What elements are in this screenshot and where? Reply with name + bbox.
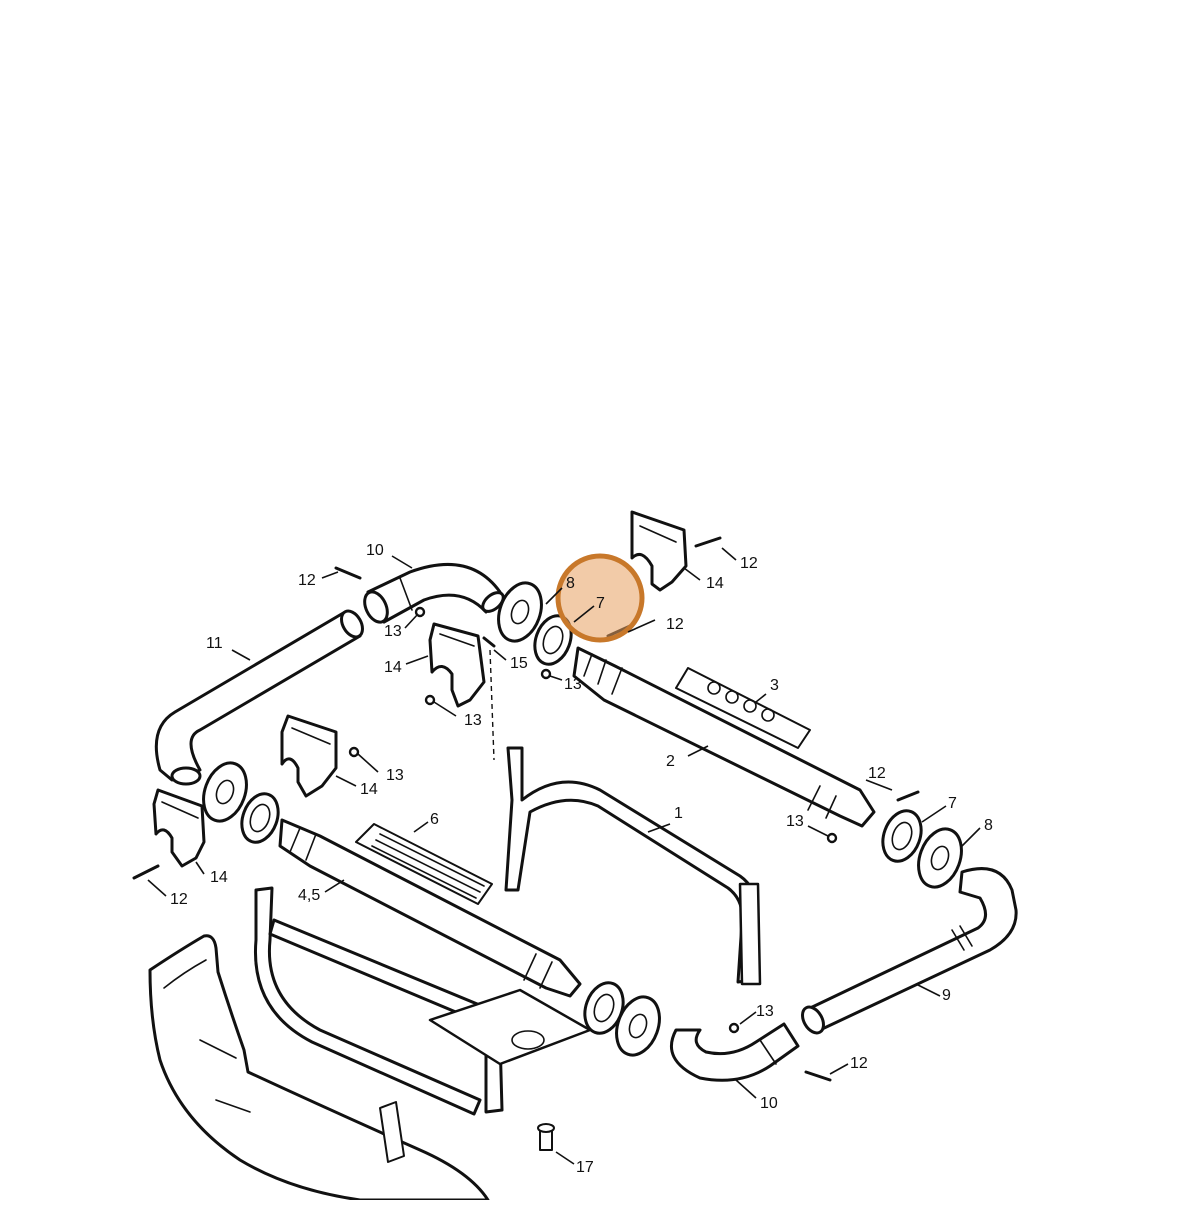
shaft-2 — [572, 646, 876, 828]
tube-11 — [154, 609, 364, 786]
pin-15 — [482, 636, 496, 761]
screw-12-f — [804, 1070, 832, 1082]
callout-12e: 12 — [170, 891, 188, 908]
callout-13f: 13 — [756, 1003, 774, 1020]
callout-12f: 12 — [850, 1055, 868, 1072]
hub-disc-8-left — [202, 761, 248, 823]
screw-12-d — [896, 790, 920, 802]
tube-9 — [801, 867, 1018, 1035]
callout-7b: 7 — [948, 795, 957, 812]
callout-1: 1 — [674, 805, 683, 822]
callout-2: 2 — [666, 753, 675, 770]
callout-10a: 10 — [366, 542, 384, 559]
callout-17: 17 — [576, 1159, 594, 1176]
elbow-tube-10-bottom — [670, 1022, 800, 1082]
callout-15: 15 — [510, 655, 528, 672]
nut-13-d — [348, 746, 360, 758]
ring-7-left — [240, 792, 280, 844]
ring-7-right — [881, 809, 923, 863]
callout-9: 9 — [942, 987, 951, 1004]
callout-12b: 12 — [740, 555, 758, 572]
callout-8a: 8 — [566, 575, 575, 592]
leader-lines — [147, 547, 981, 1165]
callout-13b: 13 — [564, 676, 582, 693]
grip-plate-6 — [355, 823, 493, 905]
callouts: 1 2 3 4,5 6 7 7 8 8 9 10 10 11 12 12 12 … — [170, 542, 993, 1176]
clamp-14-left-lower — [152, 788, 206, 868]
callout-14d: 14 — [210, 869, 228, 886]
callout-4-5: 4,5 — [298, 887, 320, 904]
screw-12-a — [334, 566, 362, 580]
callout-14c: 14 — [360, 781, 378, 798]
bolt-17 — [537, 1123, 555, 1151]
callout-13d: 13 — [386, 767, 404, 784]
hub-disc-8-lower — [615, 995, 661, 1057]
nut-13-b — [540, 668, 552, 680]
frame-1 — [253, 746, 762, 1116]
nut-13-a — [414, 606, 426, 618]
callout-12a: 12 — [298, 572, 316, 589]
screw-12-e — [132, 864, 160, 880]
nut-13-c — [424, 694, 436, 706]
callout-14a: 14 — [706, 575, 724, 592]
nut-13-f — [728, 1022, 740, 1034]
callout-7a: 7 — [596, 595, 605, 612]
callout-13a: 13 — [384, 623, 402, 640]
nut-13-e — [826, 832, 838, 844]
callout-13c: 13 — [464, 712, 482, 729]
callout-8b: 8 — [984, 817, 993, 834]
callout-12d: 12 — [868, 765, 886, 782]
callout-13e: 13 — [786, 813, 804, 830]
callout-14b: 14 — [384, 659, 402, 676]
callout-12c: 12 — [666, 616, 684, 633]
callout-11: 11 — [206, 635, 223, 652]
screw-12-b — [694, 536, 722, 548]
grass-bag — [148, 934, 490, 1202]
callout-10b: 10 — [760, 1095, 778, 1112]
clamp-14-left-upper — [280, 714, 338, 798]
shaft-4-5 — [278, 818, 582, 998]
hub-disc-8-right — [917, 827, 963, 889]
clamp-14-middle — [428, 622, 486, 708]
hub-disc-8-top — [497, 581, 543, 643]
elbow-tube-10-top — [363, 562, 505, 624]
callout-3: 3 — [770, 677, 779, 694]
clamp-14-top-right — [630, 510, 688, 592]
callout-6: 6 — [430, 811, 439, 828]
warning-label-3 — [675, 667, 811, 749]
